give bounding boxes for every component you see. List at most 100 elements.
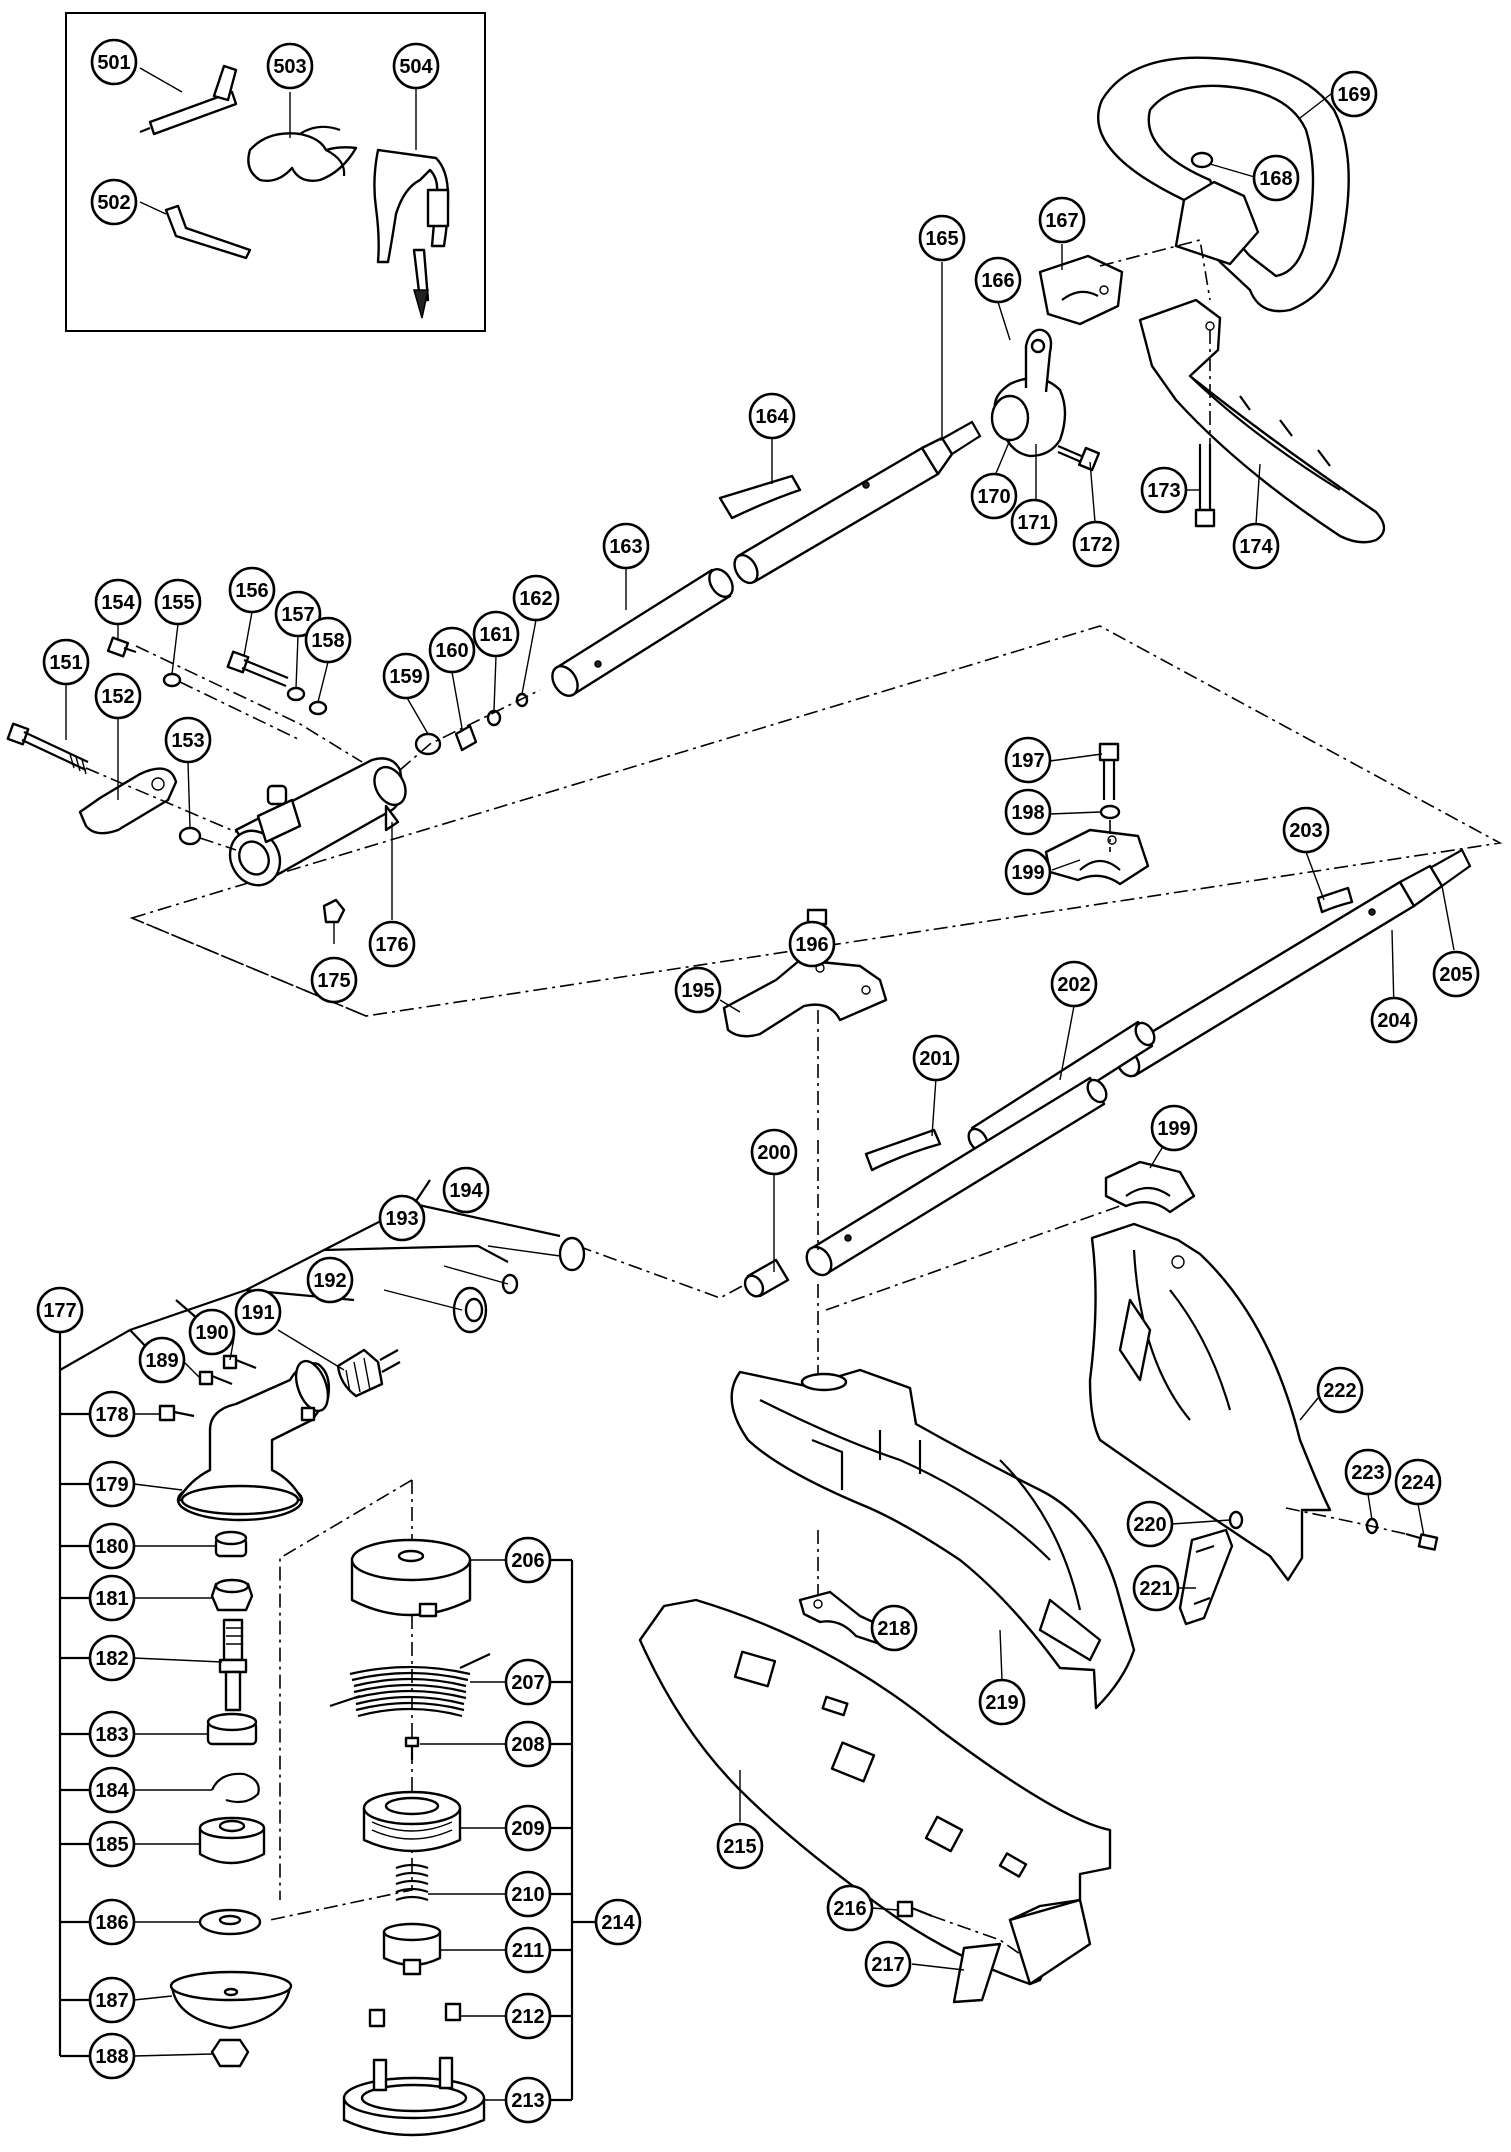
part-number: 185: [95, 1834, 128, 1856]
label-bubble: [88, 1634, 136, 1682]
part-number: 166: [981, 270, 1014, 292]
part-label-169: 169: [1330, 70, 1378, 118]
part-label-176: 176: [368, 920, 416, 968]
label-bubble: [382, 652, 430, 700]
label-bubble: [1050, 960, 1098, 1008]
shaft-tube-icon: [967, 1020, 1156, 1154]
part-label-175: 175: [310, 956, 358, 1004]
part-number: 168: [1259, 168, 1292, 190]
part-label-161: 161: [472, 610, 520, 658]
coil-spring-icon: [329, 1653, 491, 1718]
bolt-icon: [1098, 742, 1120, 800]
part-label-170: 170: [970, 472, 1018, 520]
part-label-201: 201: [912, 1034, 960, 1082]
part-number: 211: [512, 1940, 544, 1962]
label-bubble: [504, 1870, 552, 1918]
part-number: 218: [877, 1618, 910, 1640]
bearing-holder-icon: [198, 1816, 266, 1865]
spool-icon: [362, 1790, 462, 1853]
screw-icon: [1405, 1532, 1439, 1551]
part-label-210: 210: [504, 1870, 552, 1918]
part-label-224: 224: [1394, 1458, 1442, 1506]
label-bubble: [88, 1390, 136, 1438]
part-number: 167: [1045, 210, 1078, 232]
part-label-155: 155: [154, 578, 202, 626]
label-bubble: [1344, 1448, 1392, 1496]
part-number: 216: [833, 1898, 866, 1920]
label-bubble: [594, 1898, 642, 1946]
part-number: 208: [511, 1734, 544, 1756]
part-number: 221: [1139, 1578, 1172, 1600]
snap-ring-icon: [210, 1772, 260, 1804]
guard-bracket-icon: [1088, 1222, 1332, 1582]
part-number: 210: [511, 1884, 544, 1906]
part-number: 204: [1377, 1010, 1411, 1032]
part-label-191: 191: [234, 1288, 282, 1336]
part-label-199: 199: [1004, 848, 1052, 896]
part-label-217: 217: [864, 1940, 912, 1988]
label-bubble: [970, 472, 1018, 520]
part-label-190: 190: [188, 1308, 236, 1356]
part-label-179: 179: [88, 1460, 136, 1508]
part-label-186: 186: [88, 1898, 136, 1946]
part-number: 190: [195, 1322, 228, 1344]
part-number: 152: [101, 686, 134, 708]
bevel-gear-icon: [336, 1348, 401, 1398]
label-bubble: [1282, 806, 1330, 854]
washer-icon: [286, 686, 306, 702]
part-number: 169: [1337, 84, 1370, 106]
part-label-165: 165: [918, 214, 966, 262]
handle-bolt-icon: [1057, 444, 1101, 472]
part-number: 196: [795, 934, 828, 956]
label-bubble: [504, 1658, 552, 1706]
lower-drive-shaft-icon: [1115, 848, 1472, 1078]
label-bubble: [1252, 154, 1300, 202]
part-number: 163: [609, 536, 642, 558]
label-bubble: [88, 1522, 136, 1570]
part-label-180: 180: [88, 1522, 136, 1570]
part-label-220: 220: [1126, 1500, 1174, 1548]
clamp-lever-icon: [78, 767, 178, 835]
part-label-218: 218: [870, 1604, 918, 1652]
label-bubble: [1126, 1500, 1174, 1548]
part-label-223: 223: [1344, 1448, 1392, 1496]
label-icon: [864, 1128, 942, 1172]
part-label-193: 193: [378, 1194, 426, 1242]
part-label-194: 194: [442, 1166, 490, 1214]
part-label-200: 200: [750, 1128, 798, 1176]
part-number: 215: [723, 1836, 756, 1858]
label-bubble: [368, 920, 416, 968]
part-label-504: 504: [392, 42, 440, 90]
box-wrench-icon: [139, 64, 238, 136]
part-label-199: 199: [1150, 1104, 1198, 1152]
part-label-209: 209: [504, 1804, 552, 1852]
part-number: 157: [281, 604, 314, 626]
part-number: 212: [511, 2006, 544, 2028]
label-bubble: [1132, 1564, 1180, 1612]
part-label-206: 206: [504, 1536, 552, 1584]
part-number: 193: [385, 1208, 418, 1230]
assembly-outline: [129, 625, 1503, 1017]
part-number: 198: [1011, 802, 1044, 824]
washer-icon: [414, 732, 442, 756]
eyelet-icon: [444, 2002, 462, 2022]
loop-handle-icon: [1097, 56, 1350, 313]
part-number: 502: [97, 192, 130, 214]
upper-shaft-assembly: [551, 56, 1386, 697]
bolt-icon: [226, 650, 289, 688]
part-number: 223: [1351, 1462, 1384, 1484]
accessory-box: [65, 12, 486, 332]
o-ring-icon: [558, 1236, 586, 1272]
label-bubble: [1140, 466, 1188, 514]
label-bubble: [94, 578, 142, 626]
shaft-clamp-icon: [1044, 828, 1150, 886]
part-number: 159: [389, 666, 422, 688]
part-label-214: 214: [594, 1898, 642, 1946]
label-bubble: [1330, 70, 1378, 118]
part-label-181: 181: [88, 1574, 136, 1622]
part-number: 224: [1401, 1472, 1435, 1494]
label-bubble: [974, 256, 1022, 304]
bearing-icon: [214, 1530, 248, 1558]
